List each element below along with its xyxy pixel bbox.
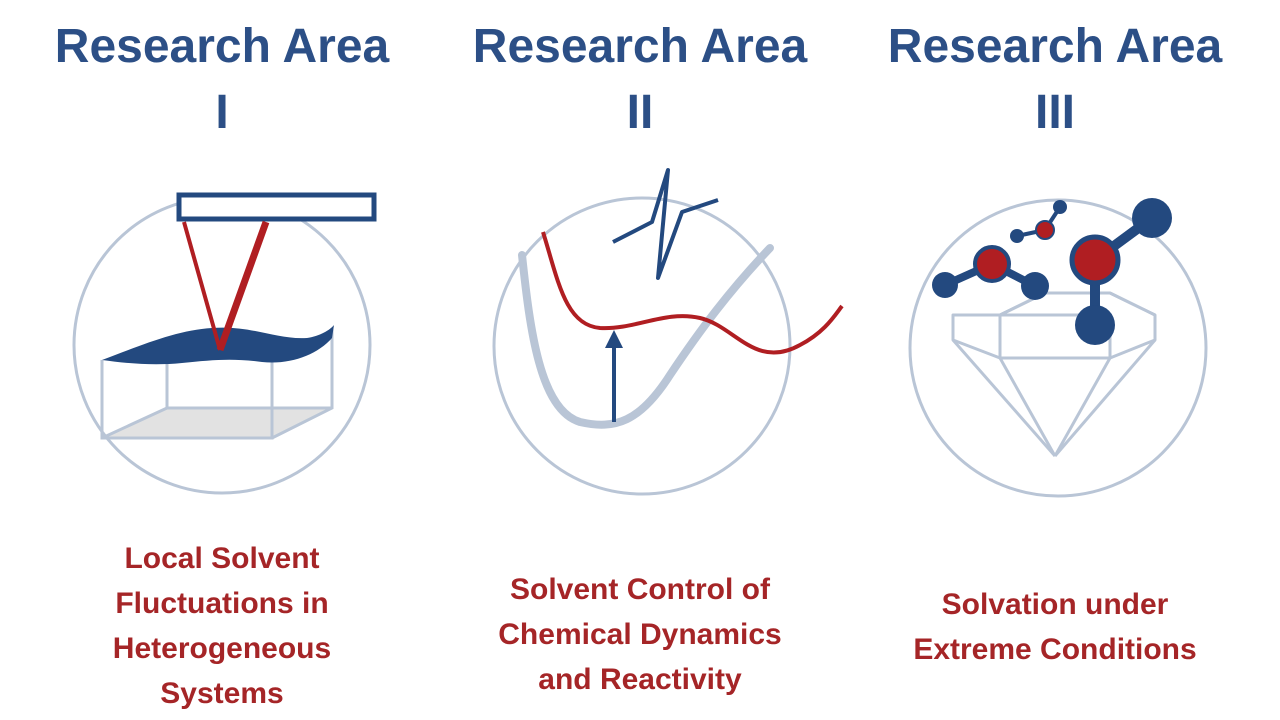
- research-area-1-caption: Local Solvent Fluctuations in Heterogene…: [12, 536, 432, 716]
- research-area-1: Research Area I Local Solvent Fluctuatio…: [12, 0, 432, 720]
- diamond-molecules-icon: [908, 198, 1208, 498]
- caption-line: Local Solvent: [124, 542, 320, 575]
- caption-line: Extreme Conditions: [913, 633, 1197, 666]
- research-area-3-heading: Research Area III: [845, 14, 1265, 146]
- caption-line: and Reactivity: [538, 663, 742, 696]
- research-area-3: Research Area III: [845, 0, 1265, 720]
- heading-line-1: Research Area: [472, 20, 808, 73]
- caption-line: Heterogeneous: [112, 632, 332, 665]
- research-area-2-heading: Research Area II: [430, 14, 850, 146]
- caption-line: Systems: [160, 677, 284, 710]
- heading-line-1: Research Area: [54, 20, 390, 73]
- heading-line-2: II: [626, 86, 654, 139]
- afm-tip-surface-icon: [72, 192, 377, 495]
- research-area-3-caption: Solvation under Extreme Conditions: [845, 582, 1265, 672]
- caption-line: Solvent Control of: [510, 573, 770, 606]
- caption-line: Fluctuations in: [115, 587, 329, 620]
- research-area-1-heading: Research Area I: [12, 14, 432, 146]
- research-area-2: Research Area II Solvent Control of Chem…: [430, 0, 850, 720]
- research-area-2-caption: Solvent Control of Chemical Dynamics and…: [430, 567, 850, 702]
- caption-line: Solvation under: [941, 588, 1169, 621]
- heading-line-2: III: [1034, 86, 1075, 139]
- potential-energy-curves-icon: [492, 168, 844, 496]
- caption-line: Chemical Dynamics: [498, 618, 782, 651]
- heading-line-2: I: [215, 86, 229, 139]
- heading-line-1: Research Area: [887, 20, 1223, 73]
